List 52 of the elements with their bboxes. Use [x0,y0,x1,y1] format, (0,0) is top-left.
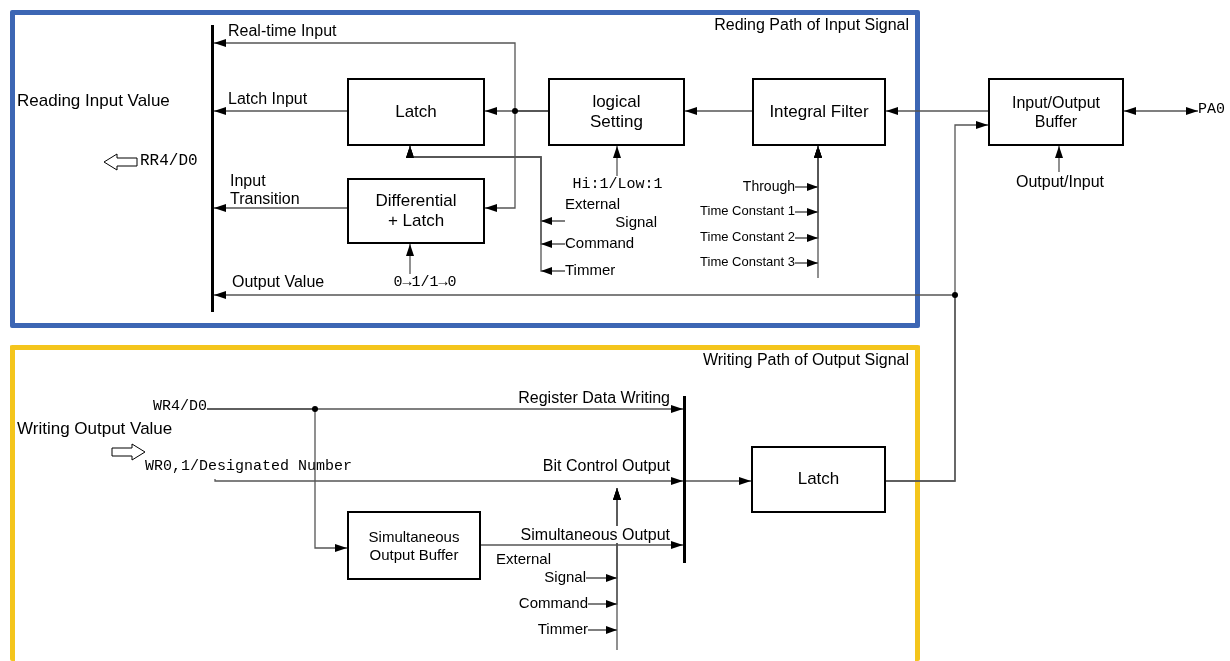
bus-bar [211,25,214,312]
signal-label: Command [565,234,657,254]
signal-label: Output/Input [998,172,1122,192]
arrow [885,107,989,115]
panel [10,10,920,328]
signal-label: 0→1/1→0 [372,274,478,294]
arrow [480,541,684,549]
panel-title: Writing Path of Output Signal [702,351,909,369]
signal-label: Writing Output Value [17,419,173,439]
process-box: Latch [347,78,485,146]
arrow [1055,145,1063,173]
arrow [684,107,753,115]
signal-label: Time Constant 2 [658,229,795,247]
process-box: Input/Output Buffer [988,78,1124,146]
signal-label: WR0,1/Designated Number [145,458,390,479]
arrow [213,107,348,115]
signal-label: Through [720,178,795,196]
signal-label: RR4/D0 [140,152,198,170]
panel-title: Reding Path of Input Signal [714,16,909,34]
signal-label: Timmer [496,620,588,640]
arrow [885,121,989,482]
arrow [206,408,348,552]
bus-bar [683,396,686,563]
edge-label: Real-time Input [228,22,337,40]
signal-label: Time Constant 3 [658,254,795,272]
process-box: Integral Filter [752,78,886,146]
edge-label: Bit Control Output [541,457,670,475]
process-box: logical Setting [548,78,685,146]
arrow [406,145,566,272]
edge-label: Latch Input [228,90,308,108]
arrow [587,487,621,651]
signal-label: Reading Input Value [17,91,170,111]
process-box: Latch [751,446,886,513]
process-box: Simultaneous Output Buffer [347,511,481,580]
signal-label: Command [496,594,588,614]
signal-label: Hi:1/Low:1 [565,176,670,196]
arrow [685,477,752,485]
edge-label: Output Value [232,273,325,291]
arrow [213,204,348,212]
signal-label: External Signal [565,195,657,233]
signal-label: Time Constant 1 [658,203,795,221]
arrow [406,243,414,275]
process-box: Differential + Latch [347,178,485,244]
signal-label: Timmer [565,261,635,281]
arrow [1123,107,1199,115]
signal-label: PA0 [1198,101,1230,121]
signal-label: WR4/D0 [140,398,207,418]
edge-label: Register Data Writing [517,389,670,407]
arrow [484,110,549,212]
arrow [214,477,684,485]
signal-label: External Signal [496,550,586,588]
arrow [613,145,621,177]
